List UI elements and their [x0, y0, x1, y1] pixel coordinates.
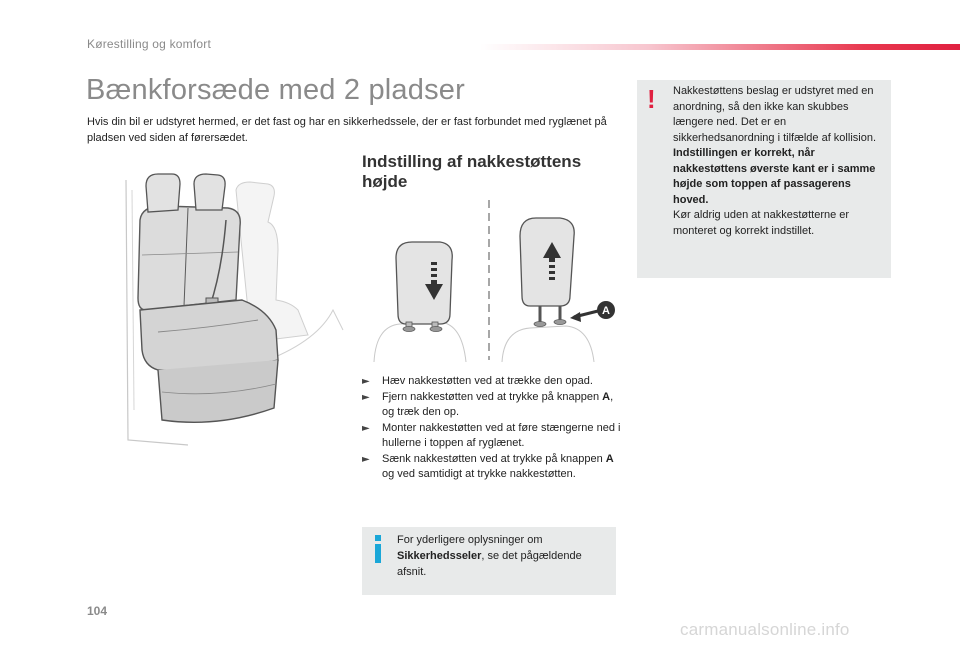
instruction-step: ►Sænk nakkestøtten ved at trykke på knap…: [362, 452, 614, 481]
info-note: For yderligere oplysninger om Sikkerheds…: [362, 527, 616, 595]
warning-icon: !: [647, 84, 656, 114]
bullet-icon: ►: [362, 453, 370, 465]
instruction-list: ►Hæv nakkestøtten ved at trække den opad…: [362, 374, 622, 483]
info-text: For yderligere oplysninger om Sikkerheds…: [397, 534, 582, 578]
instruction-step: ►Monter nakkestøtten ved at føre stænger…: [362, 421, 621, 450]
section-label: Kørestilling og komfort: [87, 37, 211, 51]
bench-seat-illustration: [125, 173, 344, 446]
intro-paragraph: Hvis din bil er udstyret hermed, er det …: [87, 116, 607, 144]
page-number: 104: [87, 604, 108, 618]
info-icon: [375, 535, 381, 563]
instruction-step: ►Fjern nakkestøtten ved at trykke på kna…: [362, 390, 614, 419]
bullet-icon: ►: [362, 376, 370, 387]
header-accent-bar: [480, 44, 960, 50]
section-heading: Indstilling af nakkestøttens højde: [362, 152, 582, 191]
instruction-step: ►Hæv nakkestøtten ved at trække den opad…: [362, 374, 622, 390]
bullet-icon: ►: [362, 422, 370, 434]
page-title: Bænkforsæde med 2 pladser: [86, 74, 465, 106]
bullet-icon: ►: [362, 391, 370, 403]
headrest-adjustment-illustration: A: [373, 200, 615, 363]
warning-note: ! Nakkestøttens beslag er udstyret med e…: [637, 80, 891, 278]
warning-text: Nakkestøttens beslag er udstyret med en …: [673, 85, 876, 237]
watermark: carmanualsonline.info: [680, 620, 850, 639]
figure-label-a: A: [602, 305, 610, 317]
